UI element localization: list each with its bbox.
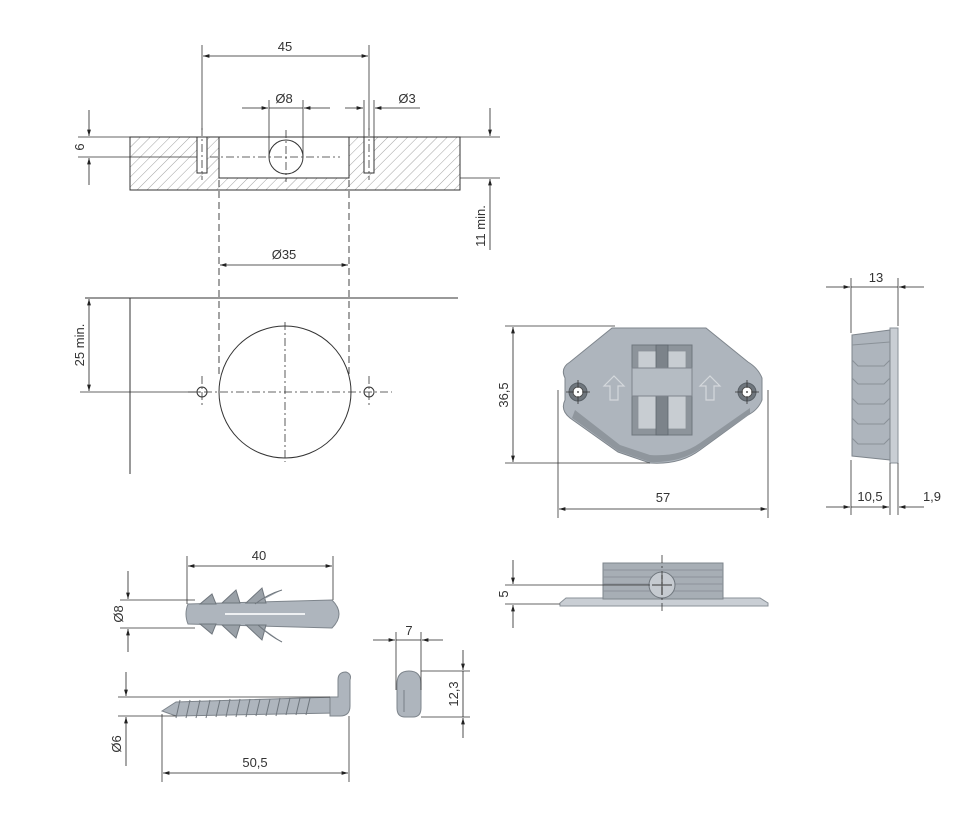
- dim-11-min: 11 min.: [460, 108, 500, 250]
- dim-8-dowel-label: Ø8: [111, 605, 126, 622]
- dim-50-5: 50,5: [161, 714, 350, 782]
- dim-25-min: 25 min.: [72, 299, 200, 393]
- side-body: [851, 329, 891, 461]
- dim-36-5: 36,5: [496, 325, 650, 464]
- dim-11min-label: 11 min.: [473, 205, 488, 247]
- dim-10-5-and-1-9: 10,5 1,9: [826, 460, 941, 515]
- dim-36-5-label: 36,5: [496, 382, 511, 407]
- bracket-bottom-view: [559, 555, 769, 612]
- dim-plug-diameter: Ø8: [111, 571, 195, 652]
- dim-40: 40: [186, 548, 334, 604]
- dim-13-label: 13: [869, 270, 883, 285]
- bracket-lower-shade: [572, 408, 750, 463]
- dim-7-label: 7: [405, 623, 412, 638]
- dim-6-screw-label: Ø6: [109, 735, 124, 752]
- dim-57: 57: [557, 390, 769, 518]
- cover-cap: [396, 670, 422, 718]
- dim-12-3: 12,3: [421, 650, 470, 738]
- drill-plan-view: [85, 297, 458, 474]
- dim-40-label: 40: [252, 548, 266, 563]
- dim-3-label: Ø3: [398, 91, 415, 106]
- bracket-front-view: [562, 327, 763, 464]
- dim-8-label: Ø8: [275, 91, 292, 106]
- bracket-side-view: [851, 327, 899, 464]
- dim-10-5-label: 10,5: [857, 489, 882, 504]
- dim-dowel-hole-diameter: Ø8: [242, 91, 330, 157]
- dim-45: 45: [201, 39, 370, 130]
- dim-screw-diameter: Ø6: [109, 672, 330, 766]
- wall-plug: [185, 587, 340, 643]
- dim-5-label: 5: [496, 590, 511, 597]
- dim-5: 5: [496, 560, 650, 628]
- side-flange: [889, 327, 899, 464]
- dim-1-9-label: 1,9: [923, 489, 941, 504]
- cover-cap-body: [396, 670, 422, 718]
- dim-6-label: 6: [72, 143, 87, 150]
- dim-35-label: Ø35: [272, 247, 297, 262]
- dim-6: 6: [72, 110, 197, 185]
- dim-7: 7: [373, 623, 443, 690]
- dim-12-3-label: 12,3: [446, 681, 461, 706]
- bottom-base-plate: [559, 597, 769, 607]
- dim-57-label: 57: [656, 490, 670, 505]
- dim-25min-label: 25 min.: [72, 324, 87, 367]
- dim-50-5-label: 50,5: [242, 755, 267, 770]
- dim-45-label: 45: [278, 39, 292, 54]
- hook-screw-hook: [329, 671, 351, 717]
- dim-13: 13: [826, 270, 924, 333]
- dim-pilot-hole-diameter: Ø3: [345, 91, 420, 137]
- bracket-block: [631, 367, 693, 397]
- dim-recess-diameter: Ø35: [220, 247, 348, 267]
- hook-screw: [160, 671, 351, 719]
- drill-section-view: [129, 128, 461, 375]
